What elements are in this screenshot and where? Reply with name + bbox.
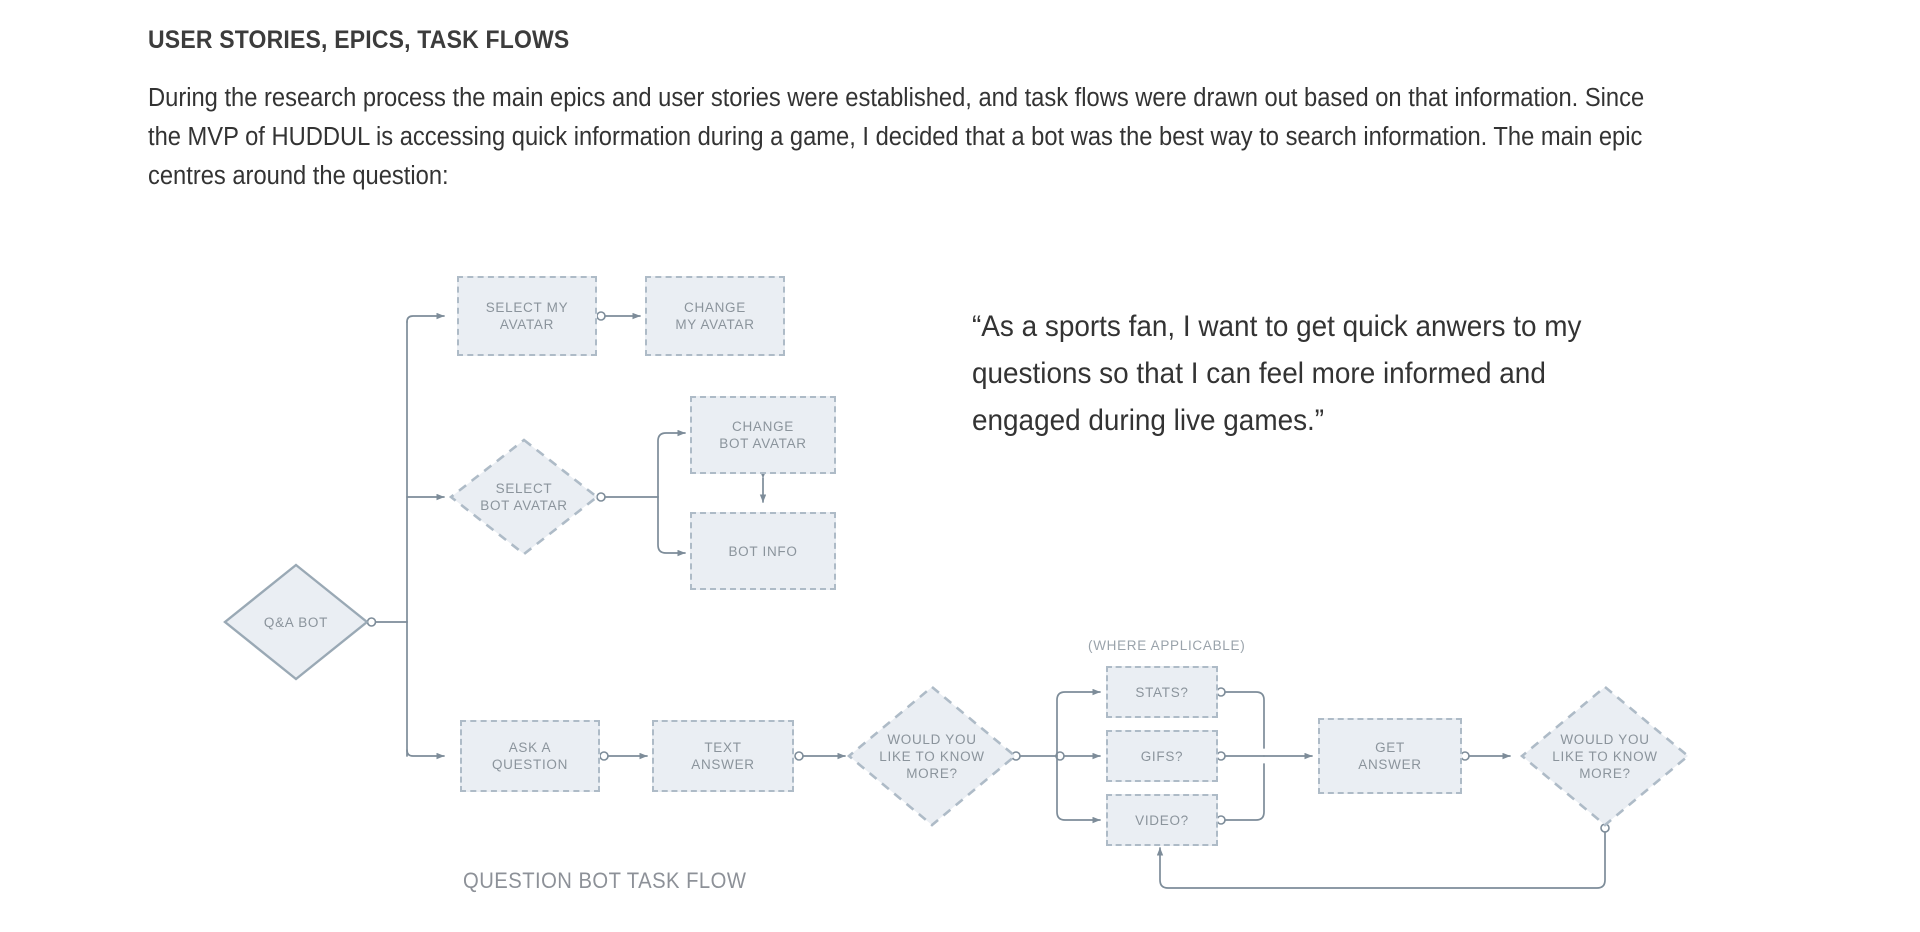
diamond-shape-qa-bot — [223, 563, 369, 681]
node-know-more-2[interactable]: WOULD YOU LIKE TO KNOW MORE? — [1519, 684, 1691, 828]
node-bot-info[interactable]: BOT INFO — [690, 512, 836, 590]
node-video[interactable]: VIDEO? — [1106, 794, 1218, 846]
node-gifs[interactable]: GIFS? — [1106, 730, 1218, 782]
node-text-answer[interactable]: TEXT ANSWER — [652, 720, 794, 792]
diagram-caption: QUESTION BOT TASK FLOW — [463, 868, 747, 893]
diamond-shape-know-more-2 — [1519, 685, 1691, 827]
node-change-bot-avatar[interactable]: CHANGE BOT AVATAR — [690, 396, 836, 474]
diamond-shape-select-bot-avatar — [448, 438, 600, 556]
node-stats[interactable]: STATS? — [1106, 666, 1218, 718]
where-applicable-annotation: (WHERE APPLICABLE) — [1088, 638, 1246, 653]
node-change-my-avatar[interactable]: CHANGE MY AVATAR — [645, 276, 785, 356]
intro-paragraph: During the research process the main epi… — [148, 84, 1645, 190]
page-title: USER STORIES, EPICS, TASK FLOWS — [148, 26, 570, 54]
node-get-answer[interactable]: GET ANSWER — [1318, 718, 1462, 794]
node-ask-a-question[interactable]: ASK A QUESTION — [460, 720, 600, 792]
node-select-bot-avatar[interactable]: SELECT BOT AVATAR — [448, 437, 600, 557]
node-know-more-1[interactable]: WOULD YOU LIKE TO KNOW MORE? — [846, 684, 1018, 828]
header-block: USER STORIES, EPICS, TASK FLOWS During t… — [148, 26, 1768, 196]
node-select-my-avatar[interactable]: SELECT MY AVATAR — [457, 276, 597, 356]
node-qa-bot[interactable]: Q&A BOT — [222, 562, 370, 682]
diamond-shape-know-more-1 — [846, 685, 1018, 827]
user-story-quote: “As a sports fan, I want to get quick an… — [972, 310, 1582, 437]
